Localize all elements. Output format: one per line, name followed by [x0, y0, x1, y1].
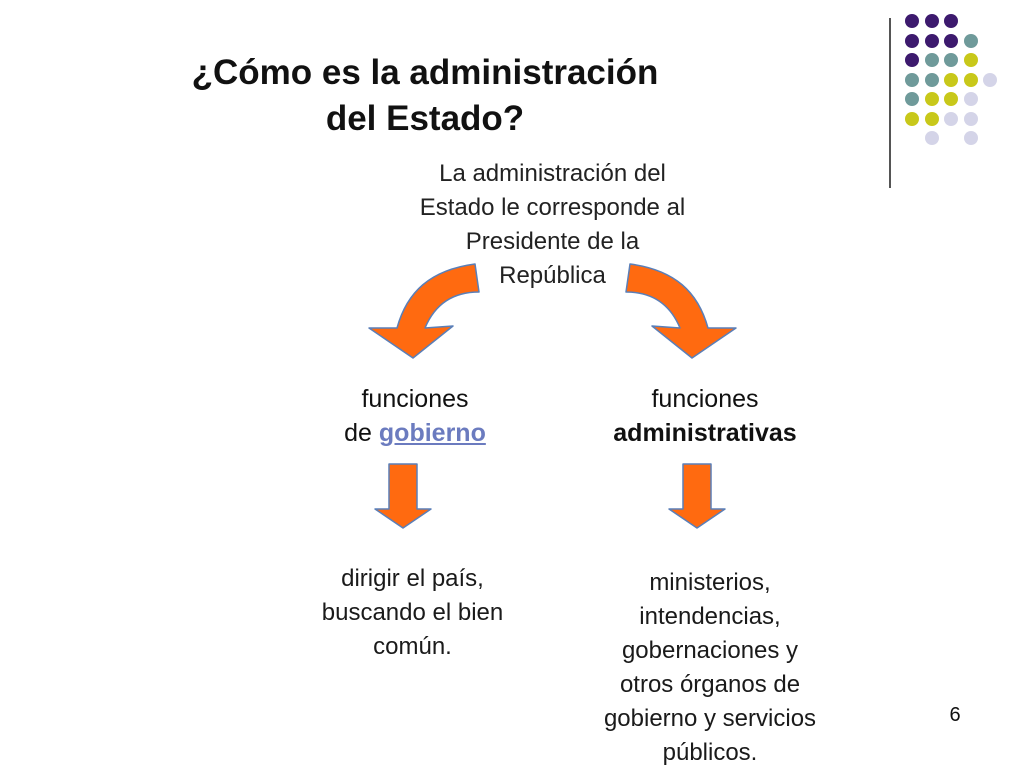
decorative-dot [924, 33, 939, 48]
intro-text: La administración del Estado le correspo… [360, 157, 745, 293]
intro-line-1: La administración del [439, 160, 666, 187]
decorative-dot [944, 53, 958, 67]
curved-arrow-left-icon [368, 263, 480, 359]
decorative-dot [905, 33, 919, 48]
curved-arrow-right-icon [625, 263, 737, 359]
decorative-dot [905, 14, 919, 28]
left-result-line-2: buscando el bien [321, 599, 504, 626]
right-result-line-6: públicos. [662, 739, 758, 766]
divider-line [889, 18, 891, 188]
decorative-dot [963, 92, 978, 106]
gobierno-link[interactable]: gobierno [378, 419, 486, 447]
page-number: 6 [949, 704, 961, 726]
decorative-dot [924, 14, 939, 28]
node-funciones-gobierno: funciones de gobierno [305, 382, 525, 450]
decorative-dot [963, 131, 978, 145]
decorative-dot [905, 111, 919, 126]
decorative-dot [924, 111, 939, 126]
node-funciones-administrativas: funciones administrativas [580, 382, 830, 450]
intro-line-3: Presidente de la [465, 228, 640, 255]
right-result-line-2: intendencias, [639, 603, 781, 630]
intro-line-4: República [499, 262, 606, 289]
intro-line-2: Estado le corresponde al [419, 194, 686, 221]
decorative-dot [963, 53, 978, 67]
decorative-dot [924, 72, 939, 87]
decorative-dot [944, 92, 958, 106]
left-result-line-3: común. [373, 633, 452, 660]
decorative-dot [963, 33, 978, 48]
node-adm-line2: administrativas [613, 419, 797, 447]
title-line-1: ¿Cómo es la administración [191, 53, 659, 92]
decorative-dot [944, 33, 958, 48]
decorative-dot [905, 53, 919, 67]
decorative-dot [983, 72, 997, 87]
decorative-dot [905, 92, 919, 106]
right-result-line-1: ministerios, [649, 569, 771, 596]
decorative-dot [944, 14, 958, 28]
decorative-dot [924, 92, 939, 106]
result-dirigir-pais: dirigir el país, buscando el bien común. [270, 562, 555, 664]
result-ministerios: ministerios, intendencias, gobernaciones… [560, 566, 860, 770]
decorative-dot [924, 53, 939, 67]
node-gov-line1: funciones [361, 385, 469, 413]
right-result-line-3: gobernaciones y [621, 637, 799, 664]
decorative-dot [944, 72, 958, 87]
down-arrow-left-icon [374, 463, 432, 529]
slide-title: ¿Cómo es la administración del Estado? [120, 50, 730, 142]
decorative-dot [905, 72, 919, 87]
decorative-dot [963, 111, 978, 126]
decorative-dot [944, 111, 958, 126]
node-gov-prefix: de [344, 419, 379, 447]
title-line-2: del Estado? [325, 99, 525, 138]
node-adm-line1: funciones [651, 385, 759, 413]
left-result-line-1: dirigir el país, [341, 565, 484, 592]
node-gov-line2: de gobierno [305, 416, 525, 450]
right-result-line-4: otros órganos de [619, 671, 801, 698]
down-arrow-right-icon [668, 463, 726, 529]
decorative-dot [924, 131, 939, 145]
right-result-line-5: gobierno y servicios [603, 705, 817, 732]
decorative-dot [963, 72, 978, 87]
